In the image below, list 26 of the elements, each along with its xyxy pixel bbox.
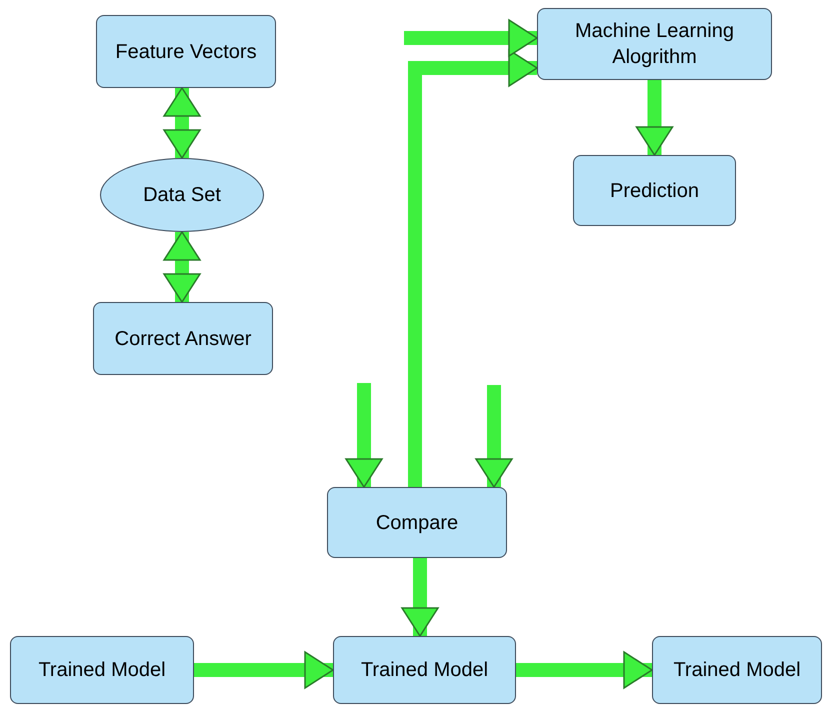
process-box	[96, 15, 276, 88]
process-box	[333, 636, 516, 704]
process-box	[652, 636, 822, 704]
block-arrow	[475, 385, 513, 488]
process-box	[93, 302, 273, 375]
block-arrow	[163, 87, 201, 159]
block-arrow	[404, 19, 538, 57]
node-label: Feature Vectors	[115, 40, 257, 64]
node-label: Data Set	[143, 183, 221, 208]
process-box	[327, 487, 507, 558]
node-label: Compare	[376, 510, 458, 536]
block-arrow	[194, 651, 334, 689]
node-label: Trained Model	[673, 658, 801, 683]
block-arrow	[345, 383, 383, 488]
node-label: Prediction	[610, 178, 699, 204]
node-label: Trained Model	[38, 658, 166, 683]
process-box	[10, 636, 194, 704]
node-label: Trained Model	[360, 658, 488, 683]
block-arrow	[401, 558, 439, 637]
process-box	[573, 155, 736, 226]
node-label: Machine Learning Alogrithm	[574, 19, 735, 70]
process-box	[537, 8, 772, 80]
block-arrow	[636, 80, 674, 156]
block-arrow	[163, 231, 201, 303]
node-label: Correct Answer	[114, 326, 252, 352]
block-arrow	[516, 651, 653, 689]
